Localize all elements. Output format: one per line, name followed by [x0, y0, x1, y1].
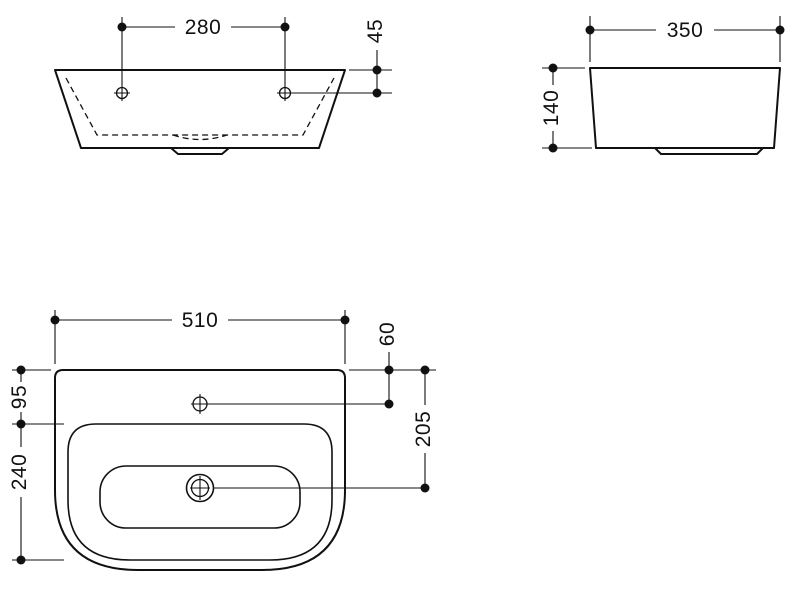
drain-icon: [185, 473, 215, 503]
dim-350-label: 350: [667, 19, 704, 42]
plan-view-bowl-bottom: [99, 465, 301, 529]
dim-rim-offset: 95: [8, 365, 31, 429]
dim-280-dot-left: [117, 22, 127, 32]
dim-45-dot-bottom: [372, 88, 382, 98]
plan-view-rim: [67, 423, 333, 561]
dim-45-label: 45: [364, 19, 387, 43]
dim-140-dot-top: [548, 63, 558, 73]
dim-hole-offset: 45: [292, 19, 392, 98]
dim-205-dot-top: [420, 365, 430, 375]
front-view-drain-dip-hidden-line: [172, 134, 228, 141]
dim-510-dot-left: [50, 315, 60, 325]
mounting-hole-left-icon: [114, 85, 130, 101]
drain-cross: [190, 476, 210, 500]
front-view-outline: [54, 69, 346, 149]
front-view: 280 45: [54, 16, 392, 155]
mounting-hole-right-cross: [277, 85, 293, 101]
mounting-hole-right-icon: [277, 85, 293, 101]
side-view: 350 140: [540, 16, 785, 155]
dim-140-label: 140: [540, 90, 563, 127]
dim-205-dot-bottom: [420, 483, 430, 493]
dim-350-dot-right: [775, 25, 785, 35]
tap-hole-cross: [191, 394, 209, 414]
dim-240-dot-bottom: [16, 555, 26, 565]
dim-205-label: 205: [412, 411, 435, 448]
dim-140-dot-bottom: [548, 143, 558, 153]
dim-350-extension-lines: [589, 16, 781, 62]
drain-outer-circle: [185, 473, 215, 503]
dim-depth: 350: [585, 16, 785, 62]
dim-350-dot-left: [585, 25, 595, 35]
dim-60-label: 60: [376, 322, 399, 346]
mounting-hole-left-cross: [114, 85, 130, 101]
dim-95-dot-top: [16, 365, 26, 375]
plan-view: 510 60 205 95: [8, 309, 436, 571]
dim-height: 140: [540, 63, 592, 153]
side-view-outline: [589, 67, 781, 149]
dim-hole-spacing: 280: [117, 16, 290, 85]
dim-60-dot-bottom: [384, 399, 394, 409]
dim-45-dot-top: [372, 65, 382, 75]
dim-60-dot-top: [384, 365, 394, 375]
dim-tap-offset: 60: [376, 322, 399, 409]
dim-drain-offset: 205: [412, 365, 435, 493]
dim-240-label: 240: [8, 454, 31, 491]
dim-280-dot-right: [280, 22, 290, 32]
dim-510-dot-right: [340, 315, 350, 325]
front-view-foot: [170, 147, 230, 155]
dim-510-label: 510: [182, 309, 219, 332]
front-view-inner-bowl-hidden-line: [65, 77, 335, 136]
plan-view-outline: [54, 369, 346, 571]
dim-bowl-length: 240: [8, 424, 31, 565]
tap-hole-icon: [191, 394, 209, 414]
dim-280-label: 280: [185, 16, 222, 39]
dim-95-label: 95: [8, 385, 31, 409]
side-view-foot: [654, 147, 764, 155]
dim-width: 510: [50, 309, 350, 364]
